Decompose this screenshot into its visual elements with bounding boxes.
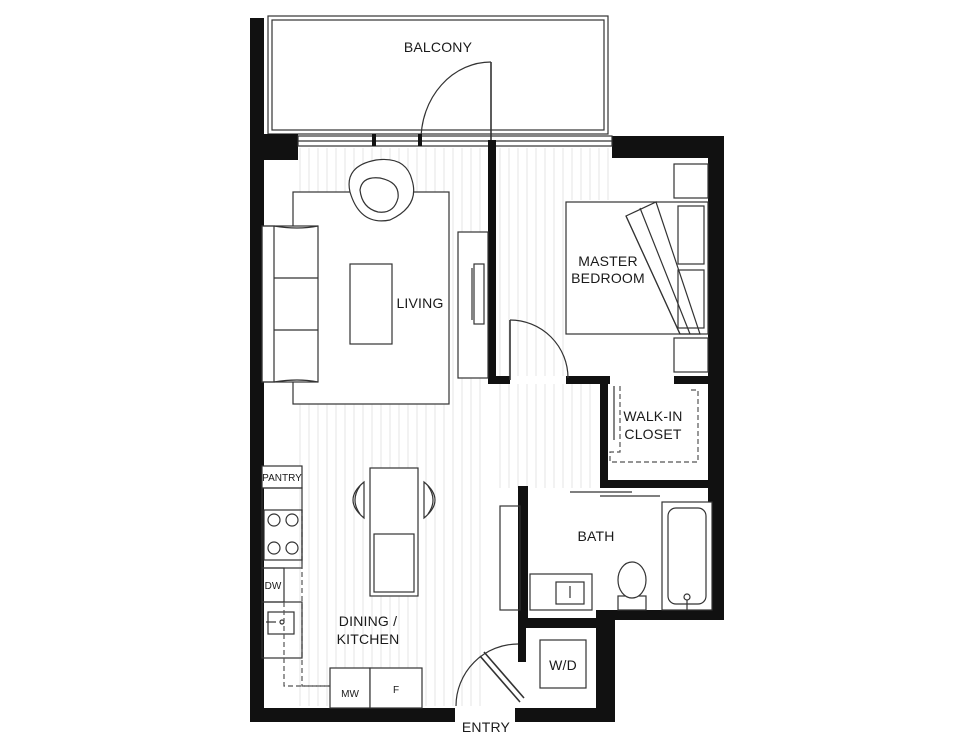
master-bedroom-label-line1: MASTER (578, 253, 638, 269)
entry (455, 505, 525, 707)
master-bedroom (565, 163, 709, 373)
dishwasher-label: DW (265, 581, 282, 592)
dining-kitchen-label-line2: KITCHEN (337, 631, 400, 647)
master-bedroom-label-line2: BEDROOM (571, 270, 645, 286)
dining-kitchen-label-line1: DINING / (339, 613, 397, 629)
walkin-closet-label-line1: WALK-IN (623, 408, 682, 424)
living-label: LIVING (396, 295, 443, 311)
room-labels: BALCONY LIVING MASTER BEDROOM WALK-IN CL… (337, 39, 683, 735)
fridge-label: F (393, 685, 399, 696)
walk-in-closet (609, 386, 699, 463)
washer-dryer (539, 639, 587, 689)
walkin-closet-label-line2: CLOSET (624, 426, 681, 442)
bath-label: BATH (577, 528, 614, 544)
armchair (348, 158, 415, 222)
microwave-label: MW (341, 689, 359, 700)
pantry-label: PANTRY (262, 473, 302, 484)
kitchen (261, 465, 436, 709)
bathroom (529, 491, 713, 611)
fixture-labels: PANTRY DW MW F W/D (262, 473, 577, 700)
walls (250, 18, 724, 722)
entry-label: ENTRY (462, 719, 511, 735)
balcony-label: BALCONY (404, 39, 473, 55)
living-room (261, 158, 569, 405)
washer-dryer-label: W/D (549, 657, 577, 673)
balcony (267, 15, 609, 141)
